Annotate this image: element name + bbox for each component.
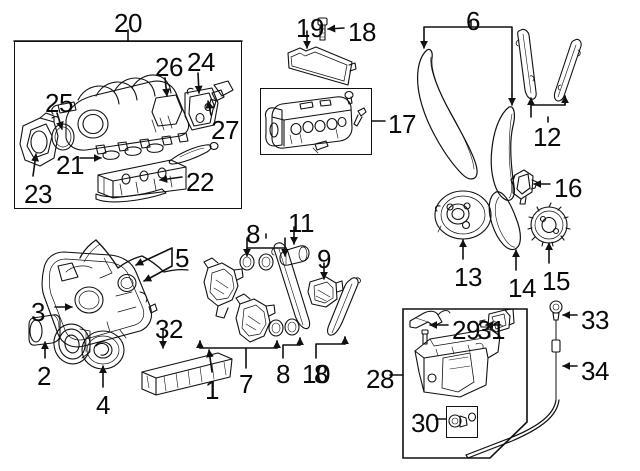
intake-sensor-artwork [208, 80, 234, 109]
timing-chain-artwork [417, 48, 515, 201]
callout-10: 10 [302, 359, 330, 389]
timing-cover-artwork [41, 251, 158, 348]
callout-32: 32 [155, 314, 183, 344]
callout-31: 31 [477, 315, 505, 345]
secondary-chain-artwork [488, 191, 521, 251]
callout-4: 4 [96, 390, 110, 420]
callout-29: 29 [452, 315, 480, 345]
o-ring-artwork [239, 253, 300, 337]
adapter-gasket-artwork [151, 94, 183, 127]
callout-8-lower-right: 8 [314, 359, 328, 389]
callout-18: 18 [348, 17, 376, 47]
tensioner-arm-upper-artwork [203, 257, 244, 319]
throttle-gasket-artwork [51, 123, 75, 151]
front-seal-artwork [53, 323, 91, 365]
crank-hub-artwork [434, 190, 492, 240]
callout-34: 34 [581, 356, 609, 386]
cover-gasket-artwork [79, 239, 189, 273]
callout-22: 22 [186, 167, 214, 197]
throttle-body-artwork [19, 112, 60, 167]
camshaft-sprocket-artwork [527, 202, 571, 247]
windage-tray-artwork [141, 352, 233, 396]
callout-19: 19 [296, 13, 324, 43]
chain-guide-bracket-artwork [307, 276, 344, 308]
callout-20: 20 [114, 8, 142, 38]
chain-guide-artwork [271, 242, 361, 336]
callout-9: 9 [317, 244, 331, 274]
callout-16: 16 [554, 173, 582, 203]
callout-7: 7 [239, 369, 253, 399]
leader-lines [13, 19, 578, 420]
adapter-plate-artwork [184, 87, 219, 131]
callout-14: 14 [508, 273, 536, 303]
callout-1: 1 [205, 375, 219, 405]
valve-cover-gasket-artwork [287, 46, 357, 86]
callout-8-upper: 8 [246, 219, 260, 249]
callout-8-lower-left: 8 [276, 359, 290, 389]
chain-tensioner-artwork [510, 169, 538, 205]
callout-25: 25 [45, 88, 73, 118]
callout-27: 27 [211, 115, 239, 145]
drain-plug-group-box [446, 406, 478, 438]
callout-5: 5 [175, 243, 189, 273]
callout-11: 11 [288, 208, 315, 238]
valve-cover-artwork [264, 90, 367, 154]
callout-33: 33 [581, 305, 609, 335]
callout-28: 28 [366, 364, 394, 394]
long-seal-artwork [168, 141, 219, 165]
valve-cover-group-box [260, 88, 372, 155]
callout-3: 3 [31, 297, 45, 327]
intake-manifold-group-box [14, 41, 242, 209]
crank-bushing-artwork [28, 314, 61, 346]
callout-15: 15 [542, 266, 570, 296]
callout-17: 17 [388, 109, 416, 139]
tensioner-arm-lower-artwork [235, 293, 276, 343]
callout-12: 12 [533, 122, 561, 152]
damper-pulley-artwork [81, 330, 125, 370]
valve-cover-bolt-artwork [317, 17, 328, 41]
callout-24: 24 [187, 47, 215, 77]
intake-gasket-artwork [102, 143, 164, 160]
callout-21: 21 [56, 150, 84, 180]
callout-26: 26 [155, 52, 183, 82]
callout-13: 13 [454, 262, 482, 292]
callout-30: 30 [411, 408, 439, 438]
callout-2: 2 [37, 361, 51, 391]
callout-23: 23 [24, 179, 52, 209]
tensioner-rail-artwork [515, 28, 582, 102]
callout-6: 6 [466, 6, 480, 36]
